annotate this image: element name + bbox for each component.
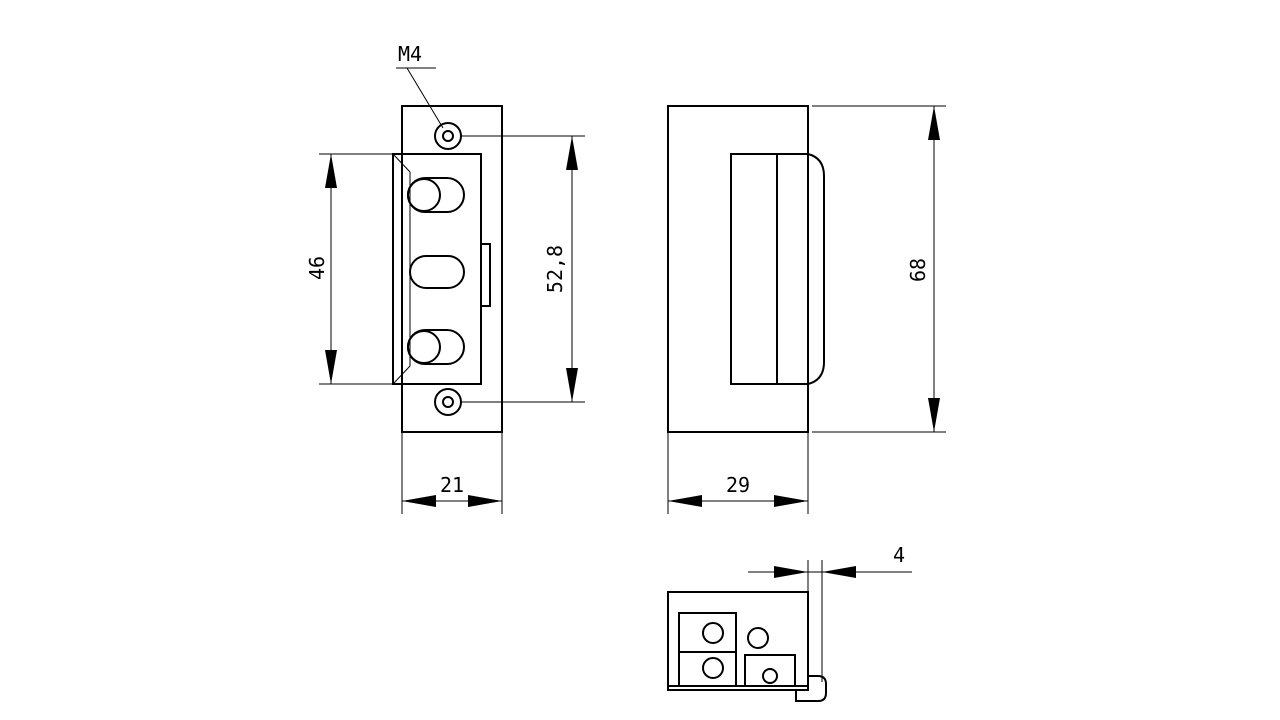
screw-hole-top — [434, 122, 462, 150]
dim-label-52-8: 52,8 — [543, 245, 567, 293]
dim-label-29: 29 — [726, 473, 750, 497]
dimension-21: 21 — [401, 432, 503, 514]
bottom-hole-3 — [747, 627, 769, 649]
dim-label-21: 21 — [440, 473, 464, 497]
bottom-block-lower — [678, 651, 737, 687]
m4-leader-line — [406, 67, 444, 129]
dim-label-46: 46 — [305, 256, 329, 280]
bottom-block-upper — [678, 612, 737, 653]
bottom-view: 4 — [667, 543, 912, 702]
dim-label-68: 68 — [906, 258, 930, 282]
screw-hole-bottom — [434, 388, 462, 416]
dimension-52-8: 52,8 — [461, 135, 585, 403]
dim-label-4: 4 — [893, 543, 905, 567]
bottom-hole-4 — [762, 668, 778, 684]
dimension-4: 4 — [748, 543, 912, 682]
thread-label: M4 — [398, 42, 422, 66]
bottom-lip — [668, 675, 827, 702]
bottom-hole-2 — [702, 657, 724, 679]
side-tab — [480, 243, 491, 307]
slot-bottom — [407, 329, 465, 365]
side-latch-profile — [730, 153, 825, 385]
dimension-29: 29 — [667, 432, 809, 514]
side-view: 68 29 — [667, 105, 946, 514]
front-body-outline — [401, 105, 503, 433]
slot-top — [407, 177, 465, 213]
latch-plate — [392, 153, 482, 385]
dimension-46: 46 — [305, 153, 393, 385]
slot-middle — [409, 255, 465, 289]
bottom-block-right — [744, 654, 796, 687]
front-view: M4 46 52,8 21 — [305, 42, 585, 514]
bottom-hole-1 — [702, 622, 724, 644]
dimension-68: 68 — [812, 105, 946, 433]
bottom-body-outline — [667, 591, 809, 691]
